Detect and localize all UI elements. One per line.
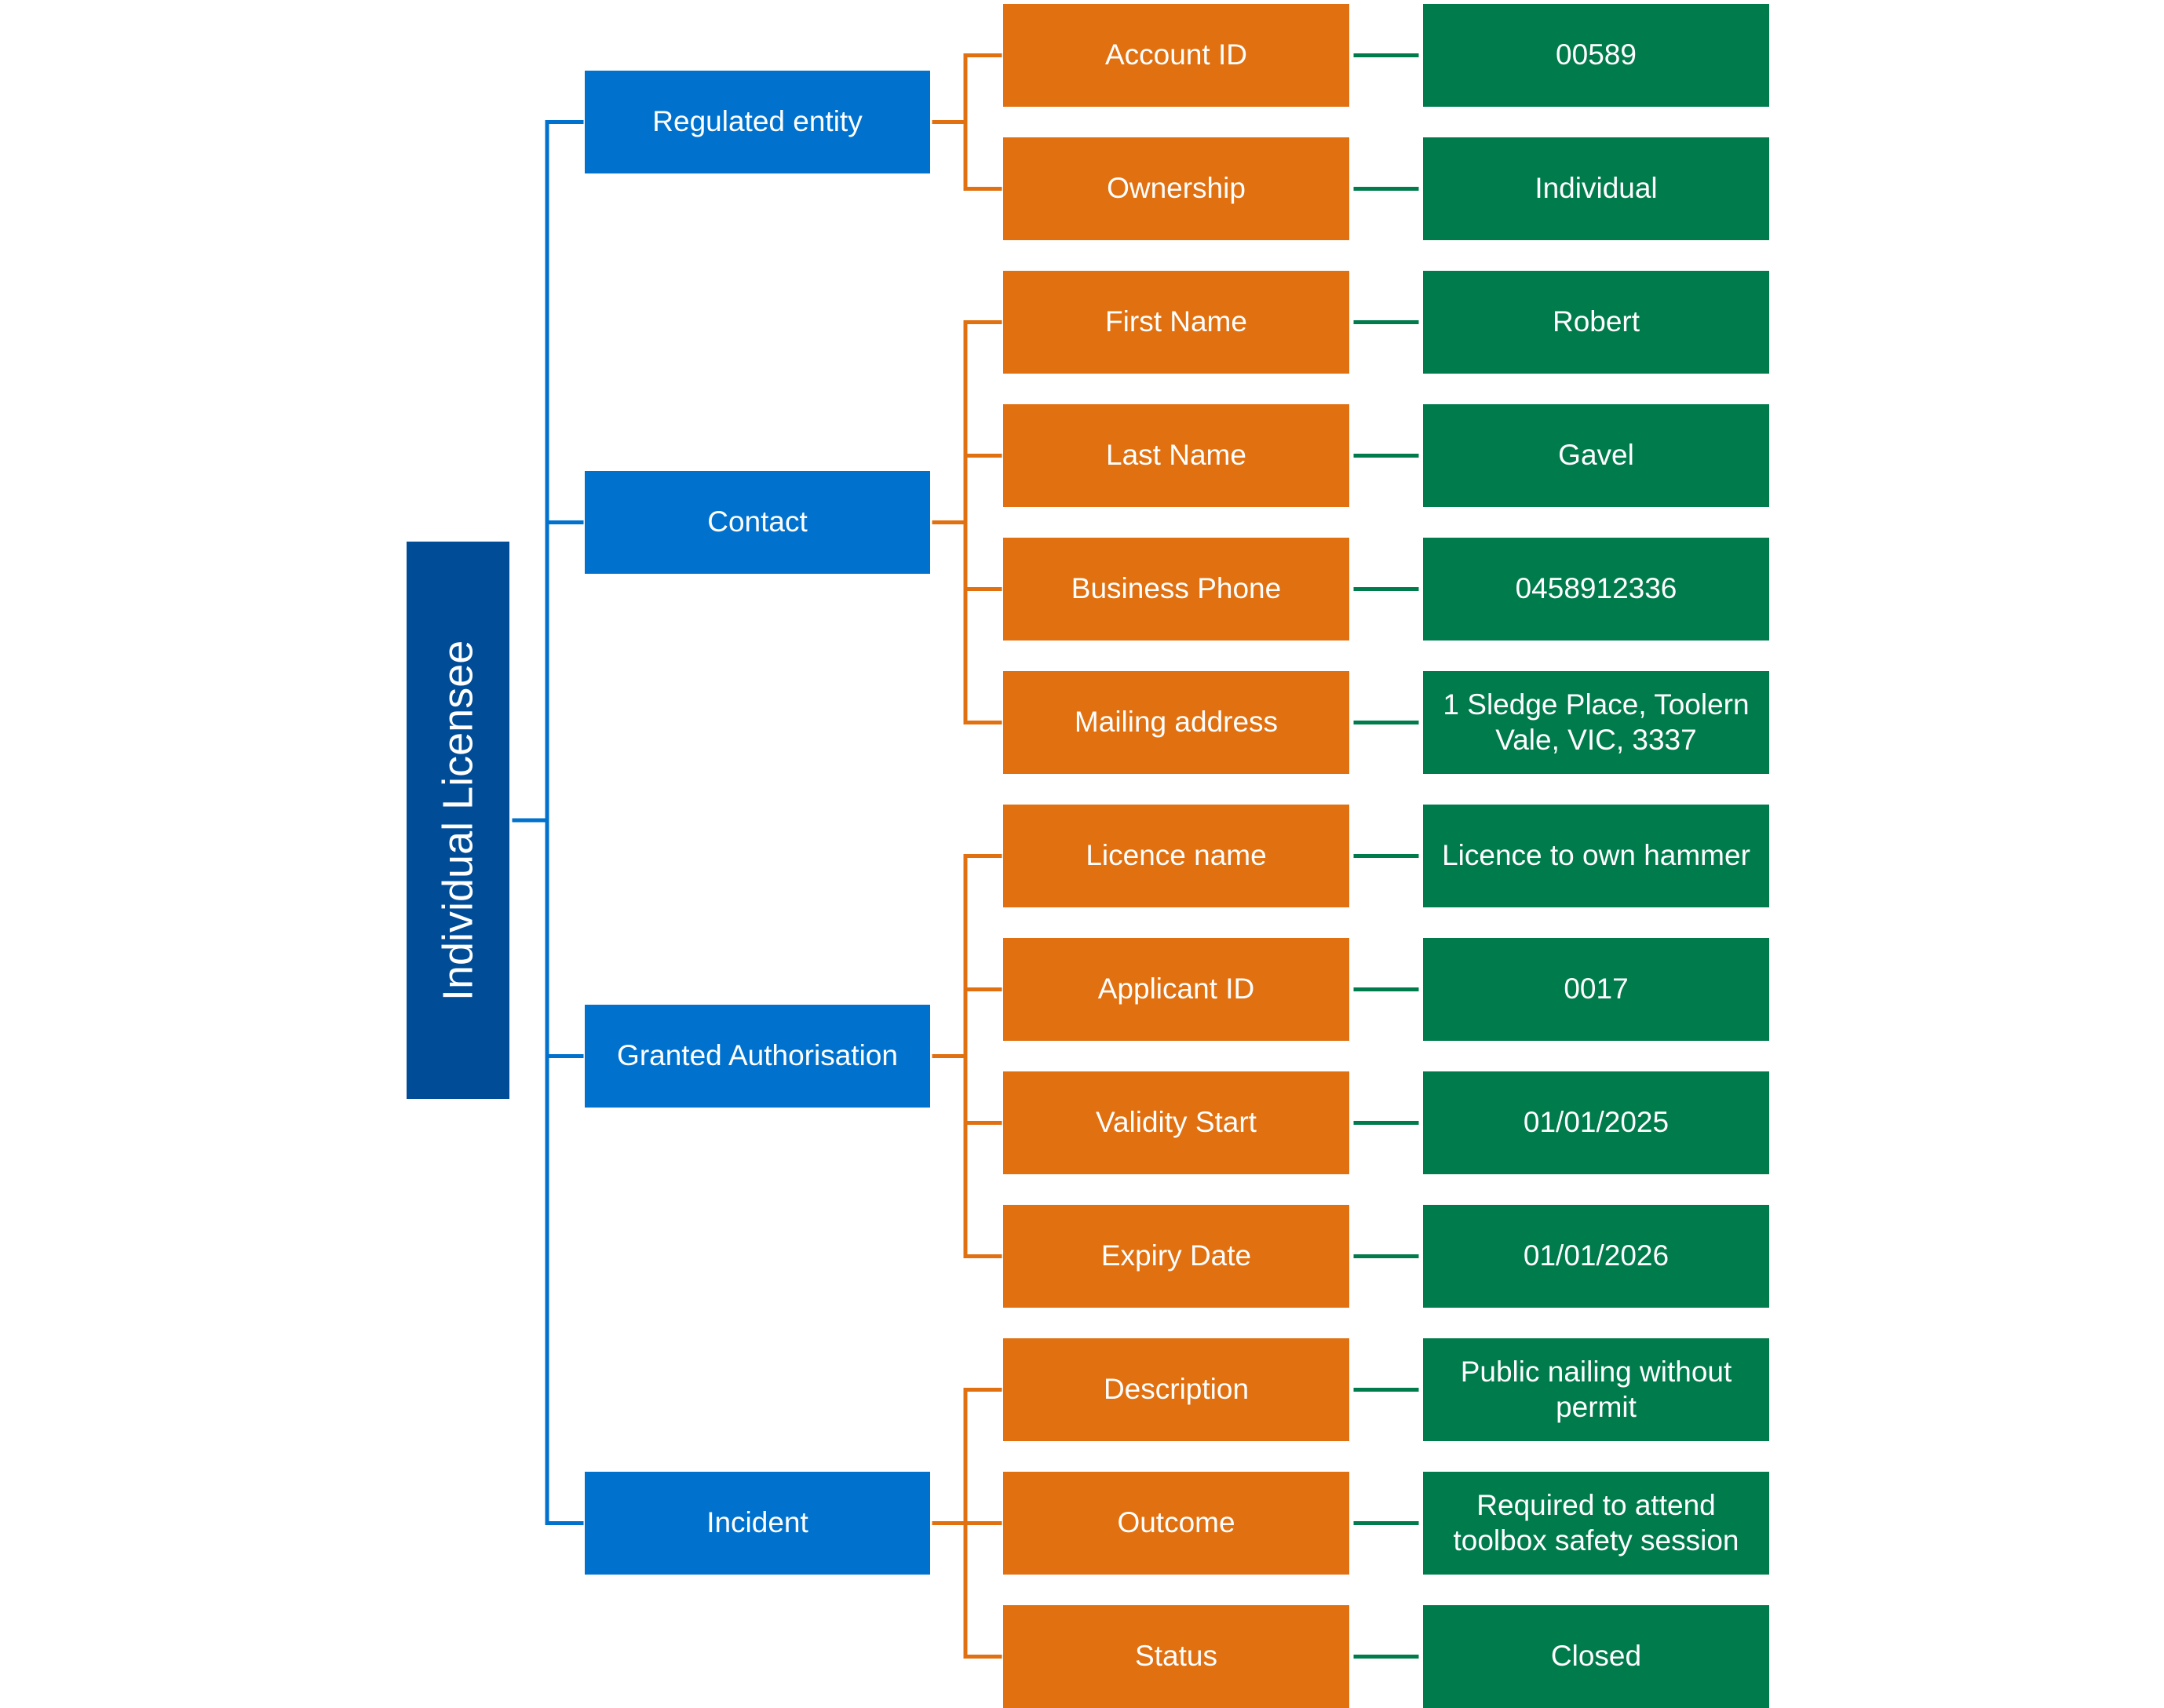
field-applicant-id: Applicant ID bbox=[1003, 938, 1349, 1041]
field-account-id: Account ID bbox=[1003, 4, 1349, 107]
value-licence-name-text: Licence to own hammer bbox=[1442, 839, 1750, 872]
root-node-individual-licensee: Individual Licensee bbox=[407, 542, 509, 1099]
field-description-text: Description bbox=[1103, 1373, 1250, 1406]
field-expiry-date-text: Expiry Date bbox=[1100, 1239, 1252, 1272]
field-outcome: Outcome bbox=[1003, 1472, 1349, 1575]
value-outcome: Required to attend toolbox safety sessio… bbox=[1423, 1472, 1769, 1575]
category-regulated-entity-text: Regulated entity bbox=[652, 105, 863, 138]
category-incident-text: Incident bbox=[706, 1506, 808, 1539]
value-account-id: 00589 bbox=[1423, 4, 1769, 107]
field-licence-name-text: Licence name bbox=[1086, 839, 1267, 872]
value-last-name: Gavel bbox=[1423, 404, 1769, 507]
field-ownership: Ownership bbox=[1003, 137, 1349, 240]
value-applicant-id-text: 0017 bbox=[1564, 973, 1629, 1005]
field-validity-start: Validity Start bbox=[1003, 1071, 1349, 1174]
field-ownership-text: Ownership bbox=[1107, 172, 1246, 205]
category-regulated-entity: Regulated entity bbox=[585, 71, 930, 173]
value-mailing-address: 1 Sledge Place, Toolern Vale, VIC, 3337 bbox=[1423, 671, 1769, 774]
value-first-name: Robert bbox=[1423, 271, 1769, 374]
value-ownership: Individual bbox=[1423, 137, 1769, 240]
value-description: Public nailing without permit bbox=[1423, 1338, 1769, 1441]
category-contact: Contact bbox=[585, 471, 930, 574]
field-status-text: Status bbox=[1135, 1640, 1217, 1673]
value-expiry-date: 01/01/2026 bbox=[1423, 1205, 1769, 1308]
field-business-phone: Business Phone bbox=[1003, 538, 1349, 640]
field-outcome-text: Outcome bbox=[1117, 1506, 1235, 1539]
field-business-phone-text: Business Phone bbox=[1071, 572, 1282, 605]
category-granted-authorisation-text: Granted Authorisation bbox=[617, 1039, 898, 1072]
value-expiry-date-text: 01/01/2026 bbox=[1523, 1239, 1670, 1272]
value-validity-start-text: 01/01/2025 bbox=[1523, 1106, 1670, 1139]
field-first-name-text: First Name bbox=[1105, 305, 1247, 338]
value-description-text: Public nailing without permit bbox=[1460, 1356, 1732, 1423]
value-applicant-id: 0017 bbox=[1423, 938, 1769, 1041]
field-account-id-text: Account ID bbox=[1105, 38, 1247, 71]
root-label: Individual Licensee bbox=[434, 640, 482, 1001]
field-validity-start-text: Validity Start bbox=[1096, 1106, 1257, 1139]
value-validity-start: 01/01/2025 bbox=[1423, 1071, 1769, 1174]
field-licence-name: Licence name bbox=[1003, 805, 1349, 907]
value-account-id-text: 00589 bbox=[1556, 38, 1637, 71]
field-mailing-address: Mailing address bbox=[1003, 671, 1349, 774]
field-first-name: First Name bbox=[1003, 271, 1349, 374]
value-last-name-text: Gavel bbox=[1558, 439, 1634, 472]
category-contact-text: Contact bbox=[707, 505, 808, 538]
field-mailing-address-text: Mailing address bbox=[1074, 706, 1279, 739]
field-description: Description bbox=[1003, 1338, 1349, 1441]
value-outcome-text: Required to attend toolbox safety sessio… bbox=[1453, 1489, 1739, 1557]
field-expiry-date: Expiry Date bbox=[1003, 1205, 1349, 1308]
category-granted-authorisation: Granted Authorisation bbox=[585, 1005, 930, 1108]
value-status-text: Closed bbox=[1550, 1640, 1642, 1673]
value-business-phone-text: 0458912336 bbox=[1515, 572, 1677, 605]
value-business-phone: 0458912336 bbox=[1423, 538, 1769, 640]
value-first-name-text: Robert bbox=[1552, 305, 1640, 338]
value-status: Closed bbox=[1423, 1605, 1769, 1708]
category-incident: Incident bbox=[585, 1472, 930, 1575]
value-ownership-text: Individual bbox=[1535, 172, 1658, 205]
value-mailing-address-text: 1 Sledge Place, Toolern Vale, VIC, 3337 bbox=[1443, 688, 1750, 756]
value-licence-name: Licence to own hammer bbox=[1423, 805, 1769, 907]
field-last-name-text: Last Name bbox=[1106, 439, 1246, 472]
field-status: Status bbox=[1003, 1605, 1349, 1708]
field-applicant-id-text: Applicant ID bbox=[1097, 973, 1255, 1005]
field-last-name: Last Name bbox=[1003, 404, 1349, 507]
